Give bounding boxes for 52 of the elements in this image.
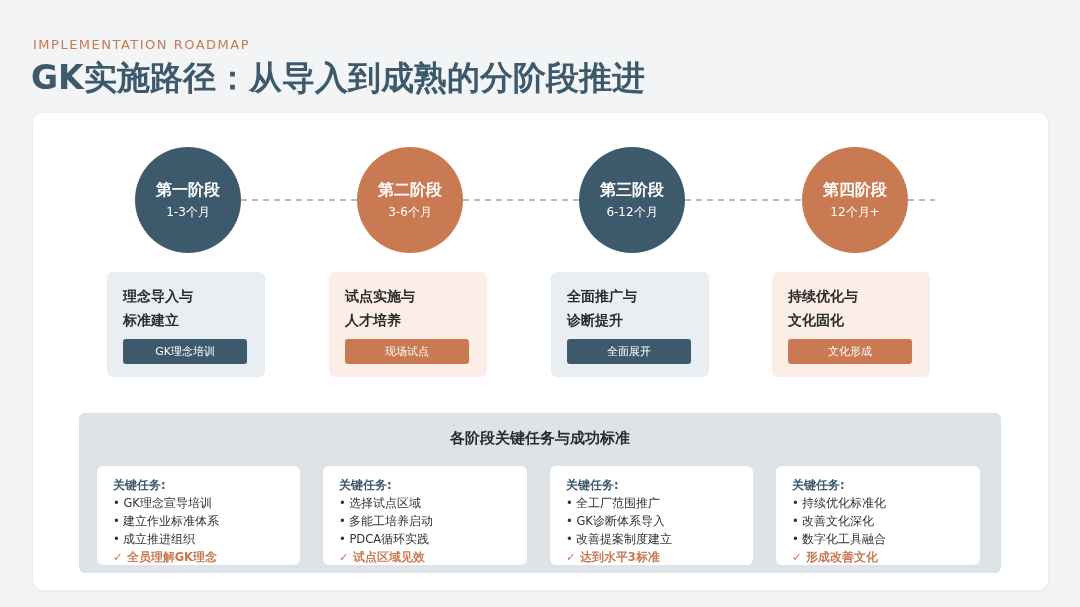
task-item: • GK理念宣导培训 (113, 495, 212, 512)
tag-badge: GK理念培训 (123, 339, 247, 364)
task-panel (79, 413, 1001, 573)
success-criterion: ✓ 形成改善文化 (792, 549, 878, 566)
task-card (776, 466, 980, 565)
task-item: • 选择试点区域 (339, 495, 422, 512)
stage-title: 持续优化与文化固化 (788, 287, 859, 330)
stage-card (772, 272, 930, 377)
dashed-connector (240, 199, 358, 201)
tag-badge: 文化形成 (788, 339, 912, 364)
task-heading: 关键任务: (566, 477, 619, 494)
stage-duration: 1-3个月 (166, 203, 210, 221)
tag-badge: 全面展开 (567, 339, 691, 364)
stage-card (107, 272, 265, 377)
task-item: • GK诊断体系导入 (566, 513, 665, 530)
page-title: GK实施路径：从导入到成熟的分阶段推进 (31, 57, 645, 99)
task-card (550, 466, 753, 565)
dashed-connector (684, 199, 803, 201)
task-heading: 关键任务: (339, 477, 392, 494)
stage-card (551, 272, 709, 377)
task-item: • 建立作业标准体系 (113, 513, 220, 530)
kicker-text: IMPLEMENTATION ROADMAP (33, 37, 251, 52)
dashed-connector (462, 199, 580, 201)
stage-name: 第四阶段 (823, 179, 887, 201)
task-item: • 成立推进组织 (113, 531, 196, 548)
stage-name: 第二阶段 (378, 179, 442, 201)
stage-name: 第三阶段 (600, 179, 664, 201)
stage-duration: 3-6个月 (388, 203, 432, 221)
panel-title: 各阶段关键任务与成功标准 (449, 429, 631, 448)
dashed-connector (907, 199, 936, 201)
stage-card (329, 272, 487, 377)
task-heading: 关键任务: (792, 477, 845, 494)
task-item: • 持续优化标准化 (792, 495, 887, 512)
stage-name: 第一阶段 (156, 179, 220, 201)
stage-duration: 6-12个月 (606, 203, 658, 221)
tag-badge: 现场试点 (345, 339, 469, 364)
task-heading: 关键任务: (113, 477, 166, 494)
success-criterion: ✓ 试点区域见效 (339, 549, 425, 566)
task-item: • 改善文化深化 (792, 513, 875, 530)
success-criterion: ✓ 全员理解GK理念 (113, 549, 217, 566)
success-criterion: ✓ 达到水平3标准 (566, 549, 660, 566)
task-card (97, 466, 300, 565)
stage-title: 全面推广与诊断提升 (567, 287, 638, 330)
task-item: • 改善提案制度建立 (566, 531, 673, 548)
stage-title: 试点实施与人才培养 (345, 287, 416, 330)
task-item: • PDCA循环实践 (339, 531, 430, 548)
task-card (323, 466, 527, 565)
task-item: • 数字化工具融合 (792, 531, 887, 548)
stage-duration: 12个月+ (830, 203, 880, 221)
task-item: • 多能工培养启动 (339, 513, 434, 530)
task-item: • 全工厂范围推广 (566, 495, 661, 512)
stage-title: 理念导入与标准建立 (123, 287, 194, 330)
